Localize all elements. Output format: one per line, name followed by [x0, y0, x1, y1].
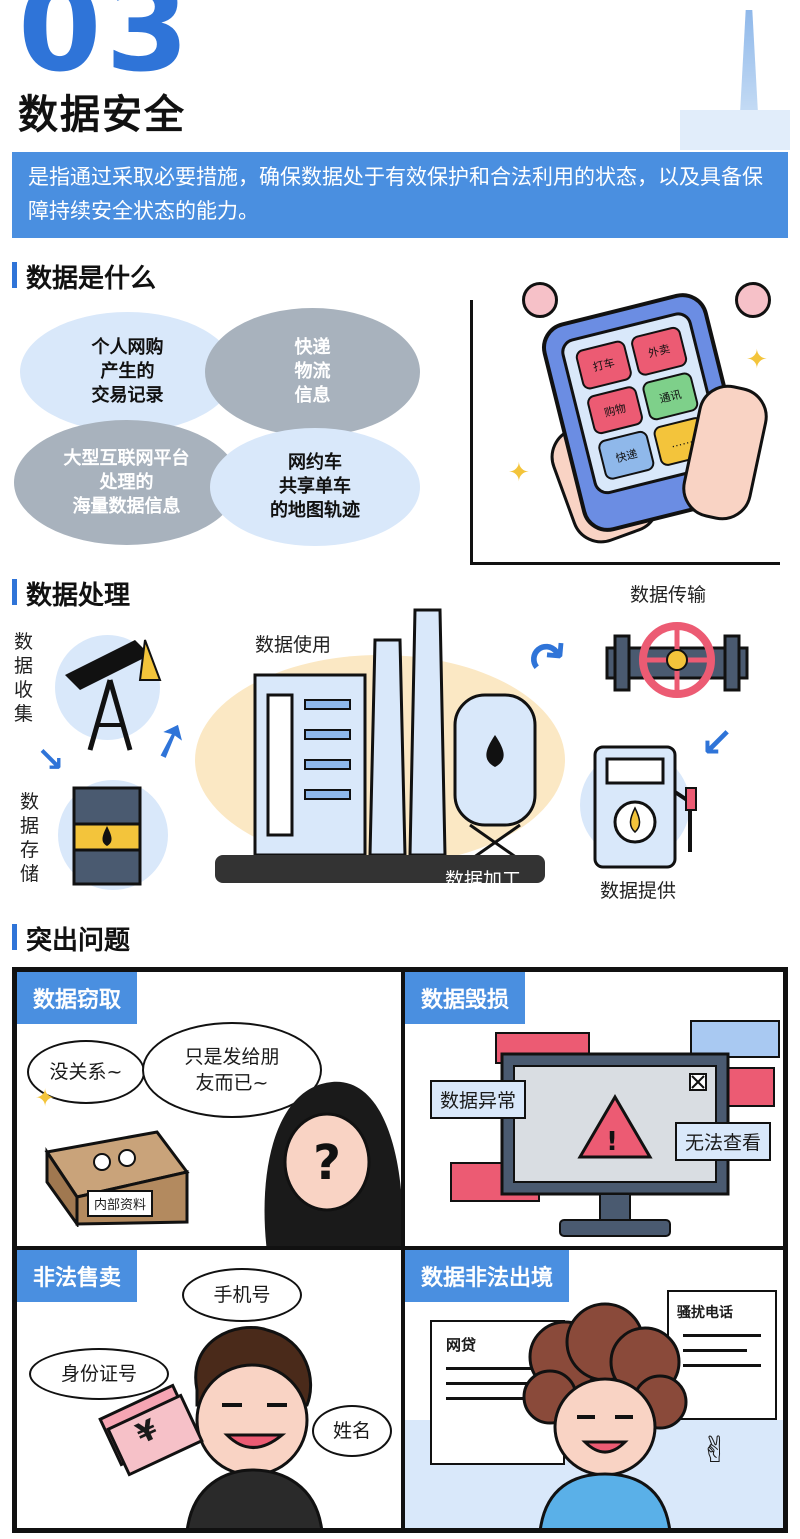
app-taxi: 打车: [574, 338, 634, 391]
arrow-down-icon: ↘: [36, 740, 65, 780]
speech-bubble: 没关系~: [27, 1040, 145, 1104]
problems-grid: 数据窃取 没关系~ 只是发给朋 友而已~ ? 内部资料 ✦ 数据毁损: [12, 967, 788, 1533]
fuel-pump-icon: [593, 745, 697, 869]
curly-hair-person-icon: [522, 1302, 688, 1528]
svg-text:!: !: [606, 1127, 618, 1157]
sparkle-icon: ✦: [35, 1084, 56, 1112]
panel-illegal-export: 数据非法出境 网贷 骚扰电话 ✌: [403, 1248, 785, 1530]
bubble-map-tracks: 网约车 共享单车 的地图轨迹: [210, 428, 420, 546]
page-title: 数据安全: [18, 92, 186, 138]
speech-bubble: 手机号: [182, 1268, 302, 1322]
valve-icon: [605, 622, 749, 698]
building-illustration: [680, 110, 790, 150]
app-shopping: 购物: [585, 384, 645, 437]
box-label: 内部资料: [87, 1190, 154, 1217]
decor-bar: [690, 1020, 780, 1058]
label-store: 数据存储: [20, 791, 40, 885]
tag-data-theft: 数据窃取: [17, 972, 138, 1024]
tag-illegal-export: 数据非法出境: [405, 1250, 570, 1302]
money-icon: [98, 1383, 204, 1477]
tag-illegal-sale: 非法售卖: [17, 1250, 138, 1302]
section-heading-problems: 突出问题: [12, 920, 130, 957]
arrow-right-icon: ➚: [141, 706, 199, 774]
phone-frame: [470, 300, 780, 565]
flower-icon: [735, 282, 771, 318]
bubble-shopping-records: 个人网购 产生的 交易记录: [20, 312, 235, 432]
section-number: 03: [18, 0, 193, 99]
arrow-down-left-icon: ↙: [700, 720, 734, 766]
app-takeout: 外卖: [629, 325, 689, 377]
popup-data-abnormal: 数据异常: [430, 1080, 527, 1119]
victory-hand-icon: ✌: [700, 1430, 731, 1471]
label-transfer: 数据传输: [630, 584, 707, 606]
bubble-logistics: 快递 物流 信息: [205, 308, 420, 436]
hooded-figure-icon: ?: [264, 1081, 401, 1246]
sparkle-icon: ✦: [746, 345, 768, 375]
label-provide: 数据提供: [600, 880, 677, 902]
label-process: 数据加工: [445, 869, 522, 891]
label-collect: 数据收集: [14, 631, 34, 725]
bubble-platform-data: 大型互联网平台 处理的 海量数据信息: [14, 420, 239, 545]
intro-text: 是指通过采取必要措施，确保数据处于有效保护和合法利用的状态，以及具备保障持续安全…: [12, 152, 788, 238]
sparkle-icon: ✦: [508, 458, 530, 488]
paper-loan-title: 网贷: [446, 1336, 477, 1354]
speech-bubble: 姓名: [312, 1405, 392, 1457]
app-chat: 通讯: [640, 370, 701, 423]
oil-pump-icon: [65, 639, 162, 751]
panel-illegal-sale: 非法售卖 手机号 身份证号 姓名 ¥: [15, 1248, 403, 1530]
speech-bubble: 只是发给朋 友而已~: [142, 1022, 322, 1118]
app-delivery: 快递: [596, 429, 656, 482]
label-use: 数据使用: [255, 634, 332, 656]
flower-icon: [522, 282, 558, 318]
factory-icon: [215, 608, 545, 883]
section-heading-what: 数据是什么: [12, 258, 156, 295]
popup-cannot-view: 无法查看: [675, 1122, 772, 1161]
panel-data-theft: 数据窃取 没关系~ 只是发给朋 友而已~ ? 内部资料 ✦: [15, 970, 403, 1248]
speech-bubble: 身份证号: [29, 1348, 169, 1400]
oil-barrel-icon: [72, 786, 142, 886]
paper-harassment-title: 骚扰电话: [677, 1305, 733, 1321]
seller-person-icon: [186, 1326, 323, 1528]
section-heading-processing: 数据处理: [12, 575, 130, 612]
svg-text:?: ?: [313, 1135, 341, 1191]
tag-data-damage: 数据毁损: [405, 972, 526, 1024]
panel-data-damage: 数据毁损 ! 数据异常 无法查看: [403, 970, 785, 1248]
decor-bar: [725, 1067, 775, 1107]
